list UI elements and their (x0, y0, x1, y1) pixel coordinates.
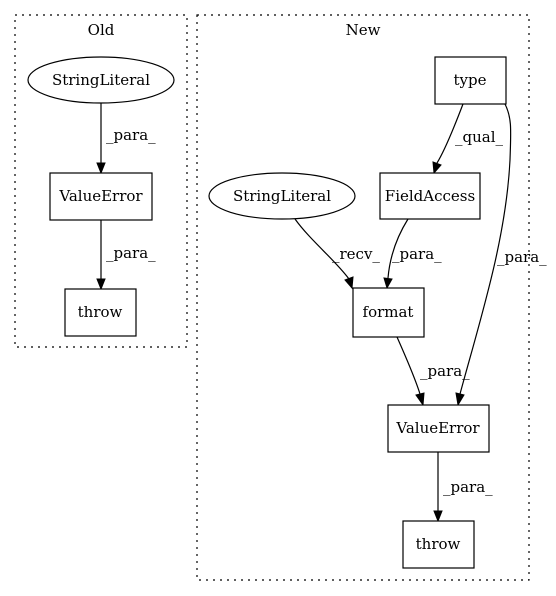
node-label: StringLiteral (52, 71, 150, 89)
edge-new-type-valueerror: _para_ (455, 103, 547, 407)
node-old-stringliteral: StringLiteral (27, 56, 175, 104)
node-new-stringliteral: StringLiteral (208, 172, 356, 220)
node-label: ValueError (395, 419, 480, 437)
edge-label: _para_ (443, 478, 493, 496)
edge-label: _para_ (106, 244, 156, 262)
node-label: throw (78, 303, 123, 321)
node-label: type (454, 71, 487, 89)
edge-new-stringliteral-format: _recv_ (294, 218, 380, 290)
cluster-old: Old (14, 14, 188, 348)
edge-new-type-fieldaccess: _qual_ (432, 103, 504, 175)
node-new-valueerror: ValueError (387, 404, 490, 453)
node-old-valueerror: ValueError (49, 172, 153, 221)
node-label: StringLiteral (233, 187, 331, 205)
edge-new-format-valueerror: _para_ (396, 336, 470, 407)
node-new-format: format (352, 287, 425, 338)
cluster-old-label: Old (88, 21, 115, 39)
node-label: format (363, 303, 414, 321)
edge-label: _para_ (392, 245, 442, 263)
node-label: FieldAccess (385, 187, 475, 205)
node-label: ValueError (58, 187, 143, 205)
cluster-new: New (196, 14, 530, 581)
node-new-throw: throw (402, 520, 475, 569)
edge-label: _para_ (420, 362, 470, 380)
cluster-new-label: New (346, 21, 381, 39)
edge-new-fieldaccess-format: _para_ (383, 218, 442, 290)
edge-label: _qual_ (455, 128, 504, 146)
node-old-throw: throw (64, 288, 137, 337)
node-new-type: type (434, 56, 507, 105)
edge-label: _para_ (497, 248, 547, 266)
node-new-fieldaccess: FieldAccess (379, 172, 481, 220)
edge-label: _para_ (106, 126, 156, 144)
edge-old-valueerror-throw: _para_ (96, 220, 156, 291)
edge-old-stringliteral-valueerror: _para_ (96, 103, 156, 175)
edge-new-valueerror-throw: _para_ (433, 452, 493, 523)
node-label: throw (416, 535, 461, 553)
edge-label: _recv_ (332, 245, 380, 263)
